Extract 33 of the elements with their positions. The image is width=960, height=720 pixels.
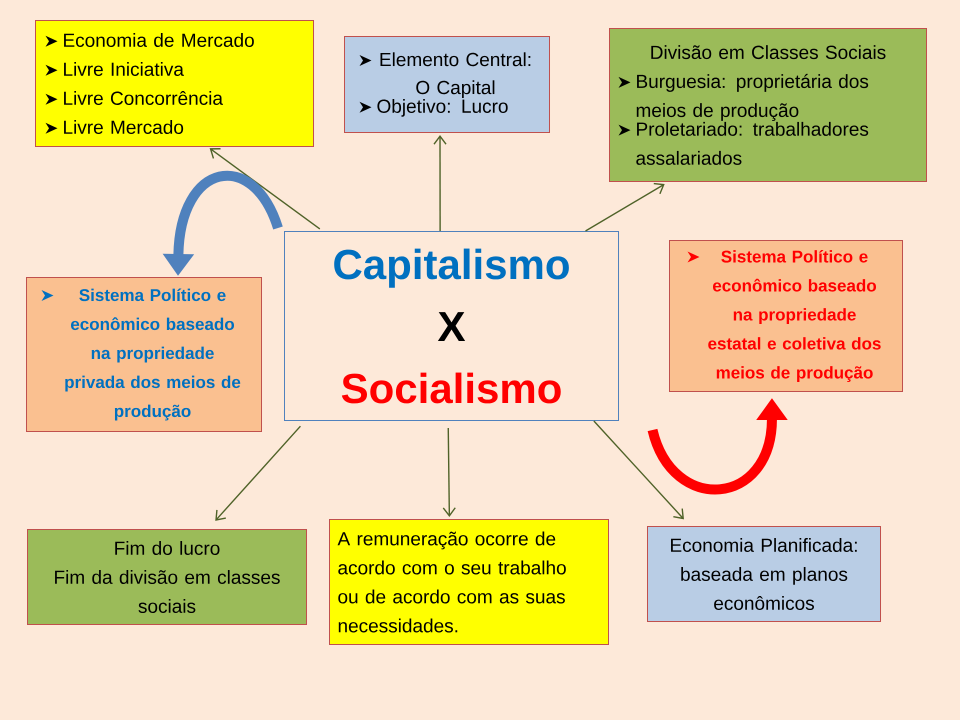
item-text: Livre Iniciativa <box>64 62 184 76</box>
title-text: X <box>438 312 466 341</box>
item-text: Livre Mercado <box>64 120 184 134</box>
arrow <box>593 420 684 520</box>
item-text: Objetivo: Lucro <box>377 99 508 117</box>
arrow <box>442 428 456 517</box>
concept-box <box>329 519 609 645</box>
concept-box <box>647 526 881 622</box>
item-text: Burguesia: proprietária dos meios de produção <box>636 74 868 121</box>
body-text: Sistema Político e econômico baseado na propriedade privada dos meios de produção <box>65 288 240 420</box>
concept-box <box>27 529 307 625</box>
arrow <box>210 148 320 230</box>
concept-box <box>609 28 927 182</box>
title-text: Capitalismo <box>334 248 569 288</box>
body-text: Economia Planificada: baseada em planos econômicos <box>671 538 857 610</box>
concept-box <box>35 20 314 147</box>
item-text: Economia de Mercado <box>64 33 254 47</box>
arrow <box>215 426 301 521</box>
arrow <box>585 182 665 232</box>
body-text: Sistema Político e econômico baseado na propriedade estatal e coletiva dos meios de produção <box>708 250 881 382</box>
concept-box <box>669 240 903 392</box>
item-text: Livre Concorrência <box>64 90 223 105</box>
body-text: Fim do lucro <box>115 541 220 555</box>
body-text: Fim da divisão em classes sociais <box>55 570 280 613</box>
concept-box <box>344 36 550 133</box>
item-text: Elemento Central: O Capital <box>380 52 530 98</box>
concept-box <box>26 277 262 432</box>
item-text: Proletariado: trabalhadores assalariados <box>636 122 868 165</box>
heading-text: Divisão em Classes Sociais <box>651 45 886 60</box>
arrow <box>433 135 447 231</box>
body-text: A remuneração ocorre de acordo com o seu trabalho ou de acordo com as suas necessidades. <box>338 532 566 632</box>
central-box <box>284 231 619 421</box>
title-text: Socialismo <box>342 372 561 404</box>
